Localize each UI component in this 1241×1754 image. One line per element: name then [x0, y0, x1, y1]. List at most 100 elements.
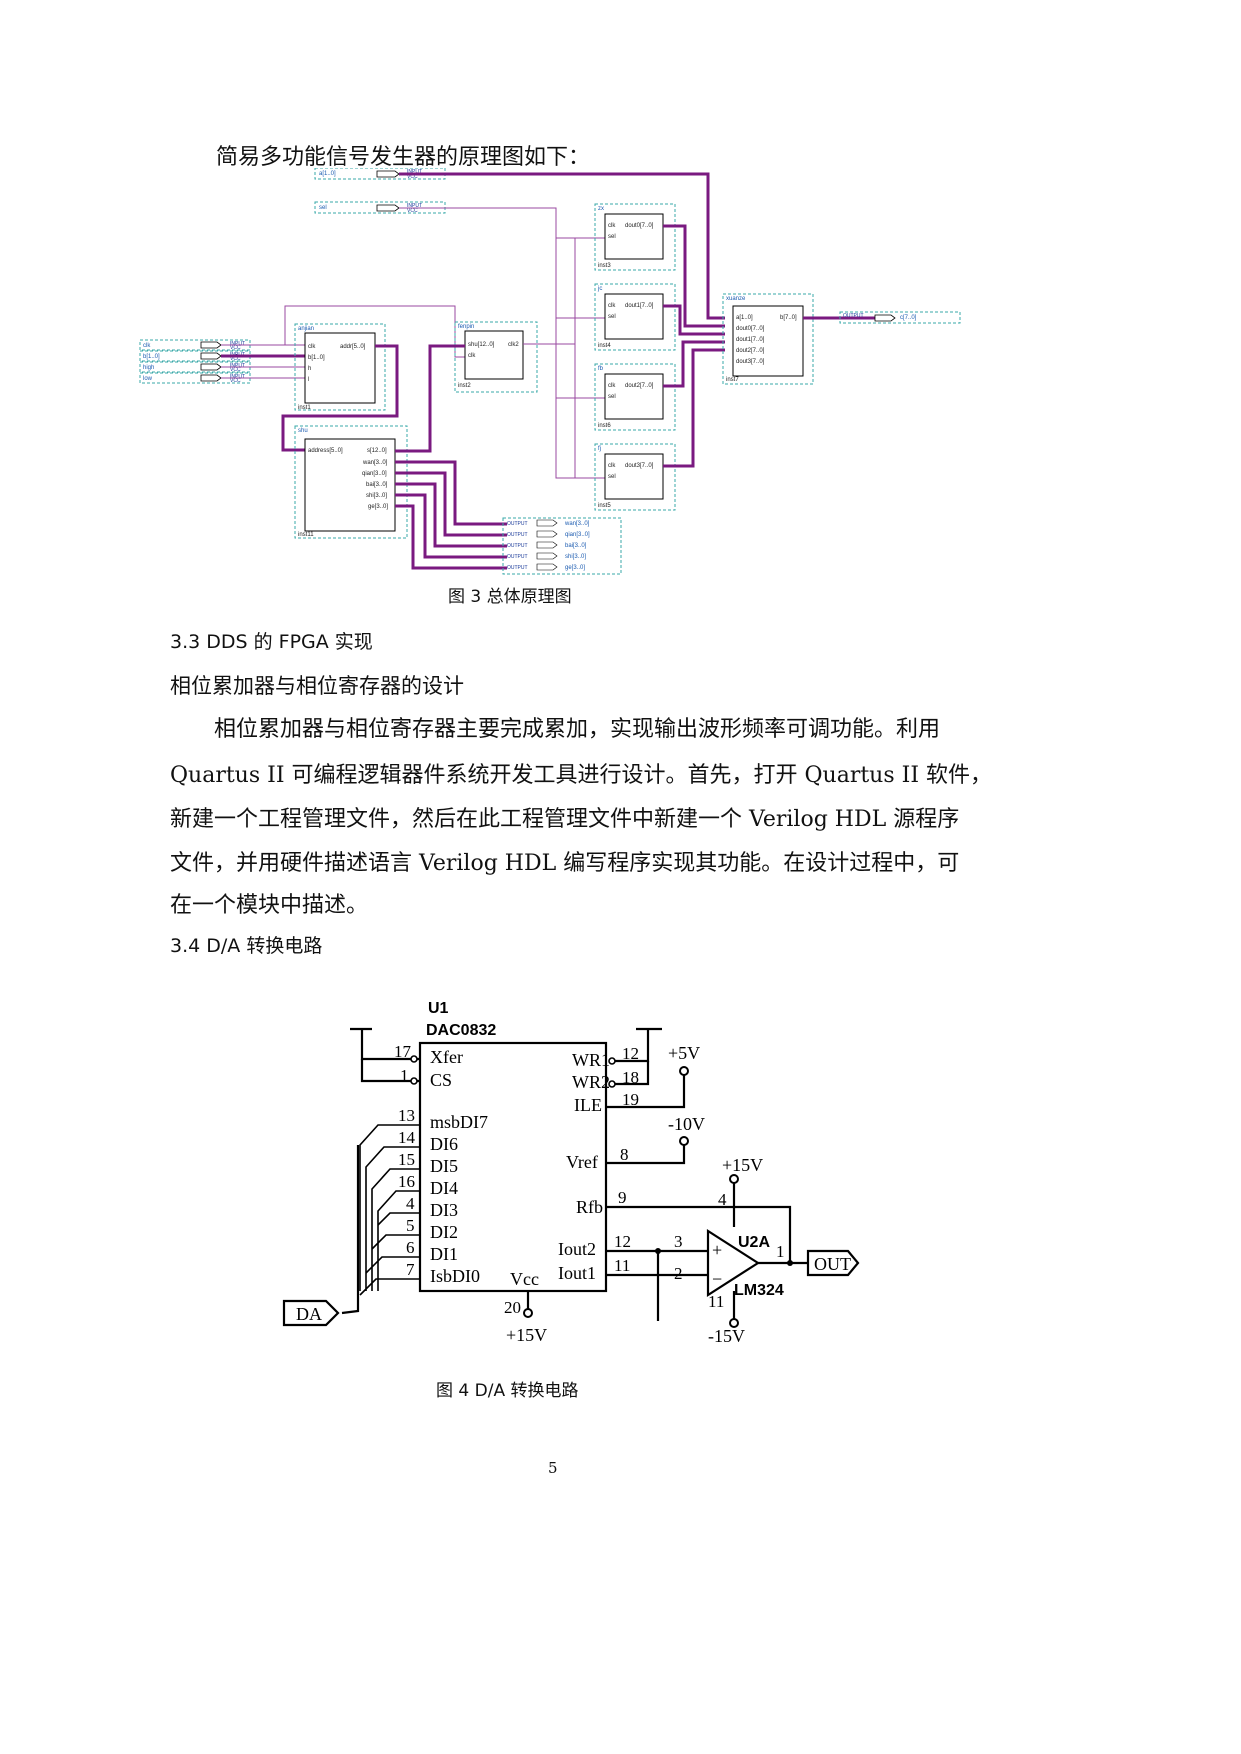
schematic-label: 13 [398, 1106, 415, 1125]
schematic-label: Vref [566, 1152, 598, 1172]
block-xuanze: xuanze a[1..0] dout0[7..0] dout1[7..0] d… [722, 293, 814, 385]
schematic-label: Vcc [510, 1269, 539, 1289]
paragraph-line: Quartus II 可编程逻辑器件系统开发工具进行设计。首先，打开 Quart… [170, 763, 993, 788]
schematic-label: Iout2 [558, 1239, 596, 1259]
schematic-label: dout2[7..0] [625, 383, 654, 389]
schematic-label: INPUT [407, 203, 422, 209]
schematic-label: dout0[7..0] [625, 223, 654, 229]
schematic-label: DI1 [430, 1244, 458, 1264]
schematic-label: sel [319, 205, 327, 211]
schematic-label: high [143, 365, 154, 371]
output-bank: OUTPUT wan[3..0] OUTPUT qian[3..0] OUTPU… [502, 517, 622, 575]
paragraph-line: 文件，并用硬件描述语言 Verilog HDL 编写程序实现其功能。在设计过程中… [170, 851, 960, 876]
schematic-label: 9 [618, 1188, 627, 1207]
schematic-label: dout3[7..0] [625, 463, 654, 469]
schematic-label: VCC [230, 345, 241, 351]
block-fenpin: fenpin shu[12..0] clk clk2 inst2 [454, 321, 538, 393]
block-shu: shu address[5..0] s[12..0] wan[3..0] qia… [294, 425, 408, 539]
schematic-label: clk [143, 343, 151, 349]
schematic-label: DI3 [430, 1200, 458, 1220]
schematic-label: c[7..0] [900, 315, 917, 321]
paragraph-line: 在一个模块中描述。 [170, 893, 369, 918]
schematic-label: fenpin [458, 324, 474, 330]
schematic-label: clk [608, 383, 616, 389]
schematic-label: 17 [394, 1042, 412, 1061]
schematic-label: qian[3..0] [565, 532, 590, 538]
schematic-label: a[1..0] [736, 315, 753, 321]
schematic-label: +5V [668, 1043, 700, 1063]
schematic-label: IsbDI0 [430, 1266, 480, 1286]
schematic-label: VCC [230, 367, 241, 373]
schematic-label: inst7 [726, 377, 739, 383]
block-zx: zx clk sel dout0[7..0] inst3 [594, 203, 676, 271]
schematic-label: 18 [622, 1068, 639, 1087]
schematic-label: dout3[7..0] [736, 359, 765, 365]
schematic-label: INPUT [230, 341, 245, 347]
schematic-label: sel [608, 234, 616, 240]
schematic-label: +15V [722, 1155, 763, 1175]
schematic-label: INPUT [407, 169, 422, 175]
schematic-label: clk [468, 353, 476, 359]
schematic-label: DAC0832 [426, 1022, 496, 1039]
schematic-label: 6 [406, 1238, 415, 1257]
schematic-label: inst6 [598, 423, 611, 429]
page-number: 5 [548, 1459, 558, 1477]
schematic-label: msbDI7 [430, 1112, 488, 1132]
schematic-label: 11 [614, 1256, 630, 1275]
output-c: OUTPUT c[7..0] [839, 311, 961, 324]
schematic-label: U2A [738, 1234, 770, 1251]
schematic-label: +15V [506, 1325, 547, 1345]
schematic-label: jc [597, 286, 602, 292]
schematic-label: U1 [428, 1000, 449, 1017]
schematic-label: clk2 [508, 342, 519, 348]
schematic-label: clk [308, 344, 316, 350]
subsection-heading: 相位累加器与相位寄存器的设计 [170, 674, 464, 698]
schematic-label: fj [598, 446, 601, 452]
schematic-label: b[1..0] [308, 355, 325, 361]
schematic-label: address[5..0] [308, 448, 343, 454]
schematic-label: -10V [668, 1114, 705, 1134]
schematic-label: 3 [674, 1232, 683, 1251]
paragraph-line: 新建一个工程管理文件，然后在此工程管理文件中新建一个 Verilog HDL 源… [170, 807, 960, 832]
schematic-label: shu[12..0] [468, 342, 495, 348]
schematic-label: s[12..0] [367, 448, 387, 454]
figure-3-schematic: .box { fill:#fff; stroke:#000; stroke-wi… [139, 168, 961, 575]
schematic-label: 7 [406, 1260, 415, 1279]
schematic-label: anjian [298, 326, 314, 332]
schematic-label: DA [296, 1304, 322, 1324]
schematic-label: 15 [398, 1150, 415, 1169]
schematic-label: DI2 [430, 1222, 458, 1242]
schematic-label: fb [598, 366, 604, 372]
schematic-label: qian[3..0] [362, 471, 387, 477]
schematic-label: VCC [407, 208, 418, 214]
schematic-label: − [712, 1269, 722, 1289]
schematic-label: a[1..0] [319, 171, 336, 177]
schematic-label: OUT [814, 1254, 851, 1274]
intro-text: 简易多功能信号发生器的原理图如下： [216, 145, 591, 170]
schematic-label: sel [608, 394, 616, 400]
schematic-label: wan[3..0] [564, 521, 590, 527]
schematic-label: addr[5..0] [340, 344, 366, 350]
schematic-label: bai[3..0] [366, 482, 388, 488]
schematic-label: low [143, 376, 153, 382]
schematic-label: Iout1 [558, 1263, 596, 1283]
schematic-label: DI5 [430, 1156, 458, 1176]
schematic-label: 1 [400, 1066, 409, 1085]
schematic-label: 20 [504, 1298, 521, 1317]
paragraph-line: 相位累加器与相位寄存器主要完成累加，实现输出波形频率可调功能。利用 [170, 717, 941, 742]
schematic-label: clk [608, 463, 616, 469]
schematic-label: dout0[7..0] [736, 326, 765, 332]
schematic-label: -15V [708, 1326, 745, 1346]
schematic-label: inst1 [298, 405, 311, 411]
block-jc: jc clk sel dout1[7..0] inst4 [594, 283, 676, 351]
opamp-lm324: + − [706, 1228, 761, 1298]
schematic-label: VCC [230, 378, 241, 384]
schematic-label: shu [298, 428, 308, 434]
block-fj: fj clk sel dout3[7..0] inst5 [594, 443, 676, 511]
schematic-label: h [308, 366, 311, 372]
schematic-label: WR1 [572, 1050, 610, 1070]
schematic-label: WR2 [572, 1072, 610, 1092]
da-input-label: DA [282, 1299, 340, 1327]
figure-4-caption: 图 4 D/A 转换电路 [436, 1381, 579, 1401]
schematic-label: OUTPUT [507, 554, 528, 560]
